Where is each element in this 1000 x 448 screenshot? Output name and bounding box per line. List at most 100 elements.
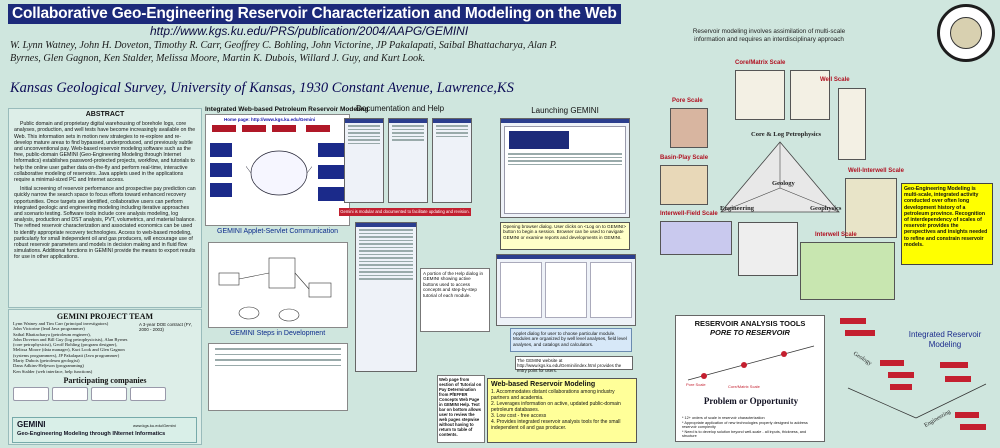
launch-caption: Opening browser dialog. User clicks on <… [500, 222, 630, 250]
diagram-block [210, 183, 232, 197]
documentation-title: Documentation and Help [356, 104, 445, 113]
triangle-label-center: Geology [772, 180, 795, 187]
abstract-panel: ABSTRACT Public domain and proprietary d… [8, 108, 202, 308]
module-tag [945, 376, 971, 382]
scale-spectrum-icon [687, 345, 815, 381]
website-note: The GEMINI website at http://www.kgs.ku.… [515, 356, 633, 373]
core-matrix-image [790, 70, 830, 120]
scale-label-core-matrix: Core/Matrix Scale [735, 60, 786, 66]
team-member: John Doveton and Bill Guy (log petrophys… [13, 336, 128, 358]
homepage-link[interactable]: Home page: http://www.kgs.ku.edu/Gemini [224, 117, 316, 122]
module-tag [880, 360, 904, 366]
scale-label-interwell: Interwell Scale [815, 232, 857, 238]
triangle-label-left: Engineering [720, 205, 754, 212]
tutorial-note: Web page from section of Tutorial on Pay… [437, 375, 485, 443]
webbased-modeling-diagram: Home page: http://www.kgs.ku.edu/Gemini [205, 114, 350, 226]
documentation-screenshot [344, 118, 384, 203]
institution: Kansas Geological Survey, University of … [10, 80, 514, 96]
abstract-title: ABSTRACT [85, 111, 125, 118]
web-modeling-benefits: Web-based Reservoir Modeling 1. Accommod… [487, 378, 637, 443]
diagram-block [242, 125, 266, 132]
geo-engineering-note: Geo-Engineering Modeling is multi-scale,… [901, 183, 993, 265]
team-member-list: Lynn Watney and Tim Carr (principal inve… [13, 321, 131, 374]
gemini-badge-url[interactable]: www.kgs.ku.edu/Gemini [133, 423, 176, 428]
poster-url[interactable]: http://www.kgs.ku.edu/PRS/publication/20… [150, 24, 469, 38]
steps-panel [208, 343, 348, 411]
diagram-block [210, 143, 232, 157]
abstract-paragraph-1: Public domain and proprietary digital wa… [14, 121, 196, 184]
launching-title: Launching GEMINI [531, 106, 599, 115]
tools-title: RESERVOIR ANALYSIS TOOLS [694, 319, 806, 328]
company-logo-icon [130, 386, 166, 401]
module-tag [845, 330, 875, 336]
author-list: W. Lynn Watney, John H. Doveton, Timothy… [10, 40, 558, 64]
applet-servlet-diagram [208, 242, 348, 328]
benefit-item: 3. Low cost - free access [491, 413, 547, 419]
scale-label-well: Well Scale [820, 77, 850, 83]
module-tag [955, 412, 979, 418]
diagram-block [210, 163, 232, 177]
diagram-block [318, 165, 344, 179]
interwell-field-image [660, 221, 732, 255]
module-chooser-note: Applet dialog for user to choose particu… [510, 328, 632, 352]
gemini-badge: GEMINI Geo-Engineering Modeling through … [12, 417, 197, 443]
benefit-item: 4. Provides integrated reservoir analysi… [491, 419, 621, 431]
module-chooser-screenshot [496, 254, 636, 326]
tools-subtitle: PORE TO RESERVOIR [710, 328, 790, 337]
documentation-screenshot [388, 118, 428, 203]
interwell-chart-image [738, 222, 798, 276]
steps-title: GEMINI Steps in Development [229, 330, 326, 337]
team-member: Saibal Bhattacharya (petroleum engineer)… [13, 331, 91, 337]
companies-title: Participating companies [63, 375, 147, 385]
team-member: Lynn Watney and Tim Carr (principal inve… [13, 321, 109, 326]
core-matrix-image [735, 70, 785, 120]
company-logos [13, 386, 197, 401]
documentation-caption: Gemini is modular and documented to faci… [339, 208, 471, 216]
interdisciplinary-triangle-icon [720, 141, 840, 213]
diagram-block [318, 187, 344, 201]
integrated-modeling-title: Integrated Reservoir Modeling [908, 330, 982, 349]
team-member: Marty Dubois (petroleum geologist) [13, 358, 80, 364]
gemini-badge-name: GEMINI [17, 420, 46, 429]
scale-label-pore: Pore Scale [672, 98, 703, 104]
scale-label-well-interwell: Well-Interwell Scale [848, 168, 904, 174]
webbased-modeling-title: Integrated Web-based Petroleum Reservoir… [205, 106, 369, 113]
contract-note: A 3-year DOE contract (FY, 2000 - 2003) [139, 322, 192, 332]
launch-screenshot [500, 118, 630, 218]
well-log-image [838, 88, 866, 160]
diagram-block [318, 143, 344, 157]
pore-image [670, 108, 708, 148]
triangle-label-right: Geophysics [810, 205, 842, 212]
help-dialog-note: A portion of the Help dialog in GEMINI s… [420, 268, 490, 332]
scale-label-basin-play: Basin-Play Scale [660, 155, 709, 161]
benefit-item: 1. Accommodates distant collaborations a… [491, 389, 615, 401]
team-title: GEMINI PROJECT TEAM [56, 312, 154, 321]
abstract-paragraph-2: Initial screening of reservoir performan… [14, 186, 196, 261]
basin-play-map [660, 165, 708, 205]
interwell-image [800, 242, 895, 300]
applet-servlet-title: GEMINI Applet-Servlet Communication [217, 228, 338, 235]
team-member: Ken Stalder (web interface, help functio… [13, 368, 93, 374]
problem-opportunity-label: Problem or Opportunity [703, 396, 799, 406]
company-logo-icon [13, 386, 49, 401]
company-logo-icon [91, 386, 127, 401]
multiscale-intro: Reservoir modeling involves assimilation… [692, 28, 846, 43]
integrated-modeling-diagram-icon [847, 383, 987, 419]
well-interwell-image [845, 178, 897, 238]
tools-core-label: Core/Matrix Scale [728, 384, 760, 389]
diagram-block [212, 125, 236, 132]
tools-note: * 12+ orders of scale in reservoir chara… [682, 416, 808, 439]
documentation-screenshot [432, 118, 472, 203]
module-tag [890, 384, 912, 390]
scale-label-interwell-field: Interwell-Field Scale [660, 211, 718, 217]
applet-servlet-diagram-icon [218, 257, 332, 322]
team-member: Dana Adkins-Heljeson (programming) [13, 363, 84, 369]
poster-title: Collaborative Geo-Engineering Reservoir … [8, 4, 621, 24]
tools-pore-label: Pore Scale [686, 382, 706, 387]
diagram-block [306, 125, 330, 132]
gemini-badge-expansion: Geo-Engineering Modeling through INterne… [17, 431, 166, 437]
triangle-label-top: Core & Log Petrophysics [751, 131, 821, 138]
benefit-item: 2. Leverages information on active, upda… [491, 401, 621, 413]
module-tag [840, 318, 866, 324]
diagram-block [272, 125, 296, 132]
